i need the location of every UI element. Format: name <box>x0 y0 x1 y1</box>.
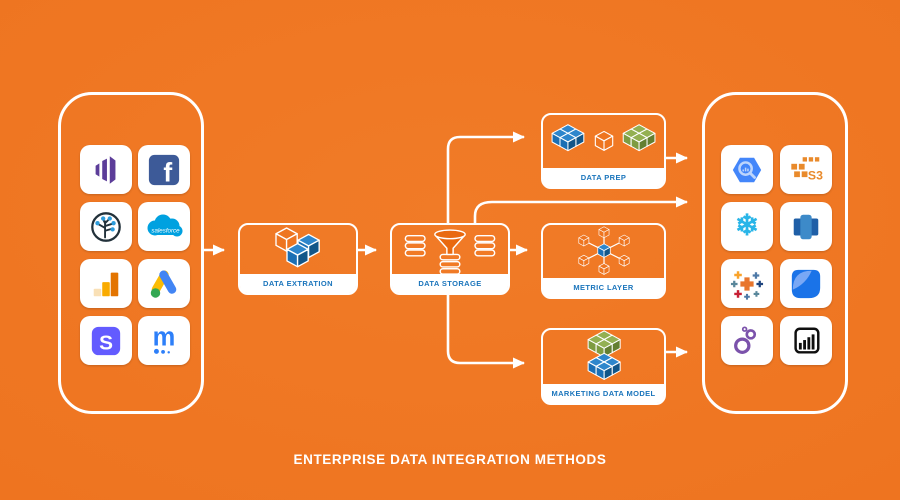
tableau-icon <box>730 270 764 300</box>
source-tile-facebook: f <box>138 145 190 194</box>
google-ads-icon <box>150 269 177 298</box>
stripe-letter: S <box>99 331 113 354</box>
snowflake-icon: ❄ <box>734 210 760 242</box>
facebook-icon: f <box>148 154 180 187</box>
s3-text: S3 <box>808 168 823 182</box>
destination-tile-looker-studio <box>780 259 832 308</box>
arrow-storage-to-prep <box>446 131 525 223</box>
metric-layer-network-icon <box>543 225 664 278</box>
data-extraction-label: DATA EXTRATION <box>240 274 356 293</box>
power-bi-icon <box>794 326 820 354</box>
metric-layer-label: METRIC LAYER <box>543 278 664 297</box>
marketing-data-model-label: MARKETING DATA MODEL <box>543 384 664 403</box>
sources-panel: f salesforce <box>58 92 204 414</box>
purple-bubbles-icon <box>734 325 757 354</box>
source-tile-marketo <box>80 145 132 194</box>
diagram-title: ENTERPRISE DATA INTEGRATION METHODS <box>293 452 607 467</box>
node-data-storage: DATA STORAGE <box>390 223 510 295</box>
source-tile-google-ads <box>138 259 190 308</box>
aws-s3-icon: S3 <box>790 155 823 182</box>
stripe-icon: S <box>91 326 121 355</box>
bigquery-icon <box>732 157 762 182</box>
source-tile-google-analytics <box>80 259 132 308</box>
salesforce-wordmark: salesforce <box>151 227 180 234</box>
data-extraction-cubes-icon <box>240 225 356 274</box>
mparticle-icon: m <box>153 324 176 354</box>
facebook-letter: f <box>163 157 172 187</box>
destination-tile-tableau <box>721 259 773 308</box>
data-storage-label: DATA STORAGE <box>392 274 508 293</box>
node-data-prep: DATA PREP <box>541 113 666 189</box>
data-prep-label: DATA PREP <box>543 168 664 187</box>
destination-tile-aws-s3: S3 <box>780 145 832 194</box>
looker-studio-icon <box>791 269 821 298</box>
google-analytics-icon <box>93 272 119 296</box>
data-prep-cubes-icon <box>543 115 664 168</box>
source-tile-branch-tree <box>80 202 132 251</box>
branch-tree-icon <box>91 211 121 242</box>
mparticle-letter: m <box>153 324 176 352</box>
arrow-storage-to-marketing <box>446 295 525 369</box>
destination-tile-snowflake: ❄ <box>721 202 773 251</box>
redshift-icon <box>793 214 819 239</box>
salesforce-icon: salesforce <box>147 214 183 236</box>
node-metric-layer: METRIC LAYER <box>541 223 666 299</box>
arrow-storage-to-destinations <box>473 196 688 223</box>
marketing-data-model-cubes-icon <box>543 330 664 384</box>
source-tile-mparticle: m <box>138 316 190 365</box>
node-marketing-data-model: MARKETING DATA MODEL <box>541 328 666 405</box>
destinations-panel: S3 ❄ <box>702 92 848 414</box>
destination-tile-redshift <box>780 202 832 251</box>
marketo-icon <box>95 155 116 184</box>
destination-tile-power-bi <box>780 316 832 365</box>
destination-tile-bigquery <box>721 145 773 194</box>
node-data-extraction: DATA EXTRATION <box>238 223 358 295</box>
source-tile-stripe: S <box>80 316 132 365</box>
source-tile-salesforce: salesforce <box>138 202 190 251</box>
data-storage-funnel-icon <box>392 225 508 275</box>
destination-tile-purple-bubbles <box>721 316 773 365</box>
